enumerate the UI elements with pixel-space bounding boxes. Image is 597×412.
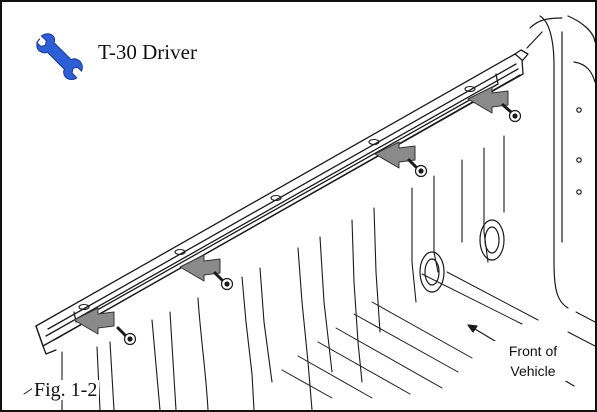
bed-front-wall [526, 15, 595, 309]
tool-label: T-30 Driver [98, 40, 197, 64]
callout-arrows [73, 86, 509, 335]
torx-screw [116, 326, 137, 346]
direction-note-line1: Front of [508, 343, 558, 359]
torx-screws [116, 103, 522, 346]
torx-screw [501, 103, 522, 123]
rail-slots [78, 85, 476, 311]
figure-label: Fig. 1-2 [32, 379, 100, 401]
wrench-icon [36, 33, 86, 83]
wheel-well-bosses [419, 219, 505, 293]
torx-screw [407, 158, 428, 178]
direction-note: Front of Vehicle [490, 341, 576, 381]
torx-screw [213, 271, 234, 291]
bed-floor-ribs [281, 271, 595, 399]
direction-note-line2: Vehicle [510, 363, 556, 379]
bed-rail [35, 49, 529, 355]
